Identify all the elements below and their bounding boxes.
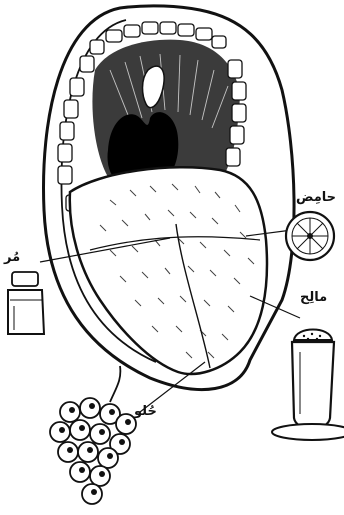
label-bitter: مُر <box>4 250 20 265</box>
grapes-icon <box>50 366 136 504</box>
salt-shaker-icon <box>272 330 344 441</box>
label-sour: حامِض <box>296 190 336 205</box>
lemon-slice-icon <box>286 212 334 260</box>
label-sweet: حُلو <box>134 404 157 419</box>
label-salty: مالِح <box>300 290 327 305</box>
medicine-bottle-icon <box>8 272 44 334</box>
